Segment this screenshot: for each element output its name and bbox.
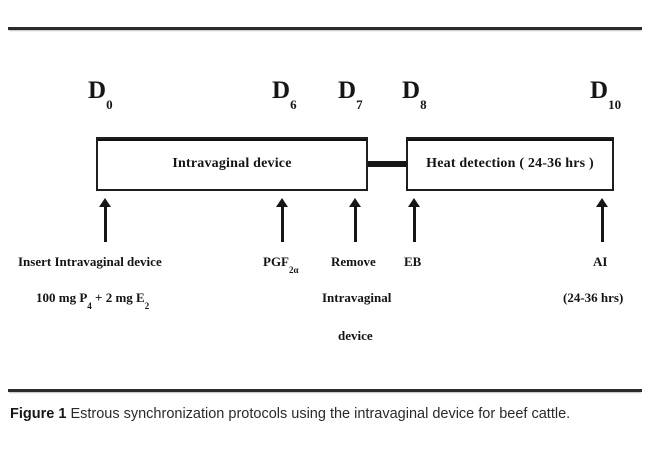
annotation-pgf: PGF2α [263, 248, 299, 281]
day-marker-day-8: D8 [402, 77, 427, 111]
annotation-text: device [338, 328, 373, 343]
arrow-head-icon [349, 198, 361, 207]
arrow-shaft [104, 205, 107, 242]
annotation-text: + 2 mg E [91, 290, 145, 305]
annotation-text: PGF [263, 254, 289, 269]
annotation-remove-device: Remove [331, 248, 376, 276]
box-top-accent [408, 139, 612, 141]
heat-detection-box: Heat detection ( 24-36 hrs ) [406, 137, 614, 191]
figure-caption-text: Estrous synchronization protocols using … [70, 406, 571, 422]
day-marker-day-7: D7 [338, 77, 363, 111]
arrow-shaft [601, 205, 604, 242]
intravaginal-device-box-label: Intravaginal device [172, 156, 292, 171]
annotation-subscript: 4 [87, 300, 92, 311]
figure-caption-label: Figure 1 [10, 406, 67, 422]
day-marker-letter: D [590, 77, 609, 104]
annotation-text: Insert Intravaginal device [18, 254, 162, 269]
day-marker-day-10: D10 [590, 77, 621, 111]
annotation-subscript: 2 [144, 300, 150, 311]
intravaginal-device-box: Intravaginal device [96, 137, 368, 191]
day-marker-letter: D [402, 77, 421, 104]
day-marker-letter: D [338, 77, 357, 104]
annotation-ai-timing: (24-36 hrs) [563, 284, 623, 312]
annotation-insert-device: Insert Intravaginal device [18, 248, 162, 276]
arrow-pgf [276, 198, 289, 242]
arrow-eb [408, 198, 421, 242]
arrow-shaft [354, 205, 357, 242]
day-marker-letter: D [88, 77, 107, 104]
day-marker-letter: D [272, 77, 291, 104]
bottom-divider-rule [8, 389, 642, 392]
annotation-text: 100 mg P [36, 290, 88, 305]
annotation-hormone-dose: 100 mg P4 + 2 mg E2 [36, 284, 149, 317]
annotation-text: (24-36 hrs) [563, 290, 624, 305]
arrow-shaft [281, 205, 284, 242]
annotation-remove-device-line3: device [338, 322, 373, 350]
annotation-text: Remove [331, 254, 376, 269]
arrow-head-icon [276, 198, 288, 207]
arrow-shaft [413, 205, 416, 242]
arrow-remove-device [349, 198, 362, 242]
day-marker-subscript: 8 [420, 97, 427, 112]
annotation-subscript: 2α [289, 264, 299, 275]
day-marker-subscript: 10 [608, 97, 622, 112]
annotation-text: Intravaginal [322, 290, 392, 305]
annotation-text: EB [404, 254, 422, 269]
annotation-remove-device-line2: Intravaginal [322, 284, 391, 312]
annotation-ai: AI [593, 248, 607, 276]
day-marker-subscript: 0 [106, 97, 113, 112]
annotation-text: AI [593, 254, 608, 269]
top-divider-rule [8, 27, 642, 30]
annotation-eb: EB [404, 248, 421, 276]
arrow-head-icon [596, 198, 608, 207]
arrow-insert-device [99, 198, 112, 242]
box-top-accent [98, 139, 366, 141]
day-marker-day-0: D0 [88, 77, 113, 111]
day-marker-day-6: D6 [272, 77, 297, 111]
figure-caption: Figure 1 Estrous synchronization protoco… [10, 404, 644, 424]
arrow-head-icon [99, 198, 111, 207]
box-connector-bar [368, 161, 406, 167]
heat-detection-box-label: Heat detection ( 24-36 hrs ) [426, 156, 594, 171]
day-marker-subscript: 7 [356, 97, 363, 112]
arrow-ai [596, 198, 609, 242]
arrow-head-icon [408, 198, 420, 207]
day-marker-subscript: 6 [290, 97, 297, 112]
